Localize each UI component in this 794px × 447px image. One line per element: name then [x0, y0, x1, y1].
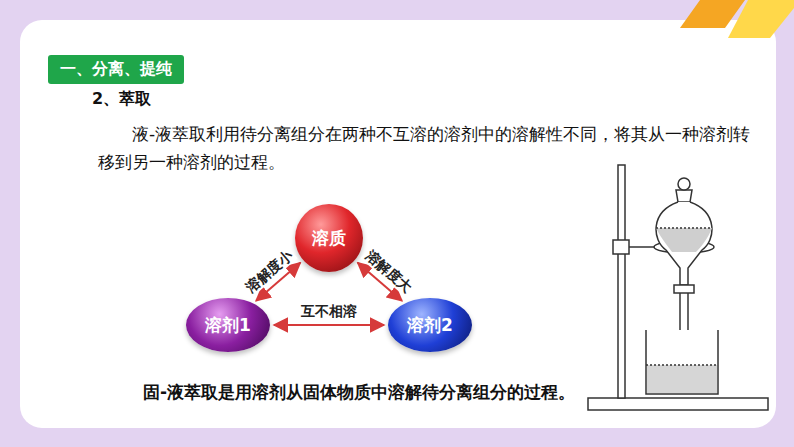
corner-stripe [680, 0, 745, 28]
corner-stripe [728, 0, 794, 38]
clamp-arm [629, 246, 655, 248]
beaker-liquid [647, 365, 717, 393]
solvent-sphere: 溶剂2 [388, 298, 472, 352]
stand-base [588, 398, 768, 410]
liquid-surface [646, 364, 718, 366]
stopcock [674, 285, 694, 293]
stand-rod [618, 165, 625, 398]
clamp-holder [613, 240, 629, 254]
solvent-sphere: 溶剂1 [186, 298, 270, 352]
edge-label: 互不相溶 [299, 302, 359, 320]
liquid-surface [656, 227, 712, 229]
subheading: 2、萃取 [92, 88, 292, 110]
node-text: 溶质 [312, 227, 346, 250]
beaker [646, 330, 718, 394]
solute-sphere: 溶质 [295, 204, 363, 272]
section-tab: 一、分离、提纯 [48, 55, 184, 84]
funnel-liquid [656, 228, 712, 252]
stopper-knob [678, 178, 690, 190]
connector [274, 324, 384, 326]
note-text: 固-液萃取是用溶剂从固体物质中溶解待分离组分的过程。 [143, 381, 623, 403]
paragraph: 液-液萃取利用待分离组分在两种不互溶的溶剂中的溶解性不同，将其从一种溶剂转移到另… [98, 120, 758, 176]
node-text: 溶剂1 [205, 314, 251, 337]
node-text: 溶剂2 [407, 314, 453, 337]
stopper [676, 190, 692, 202]
node-text: 一、分离、提纯 [60, 59, 172, 78]
funnel-bulb [656, 202, 712, 285]
